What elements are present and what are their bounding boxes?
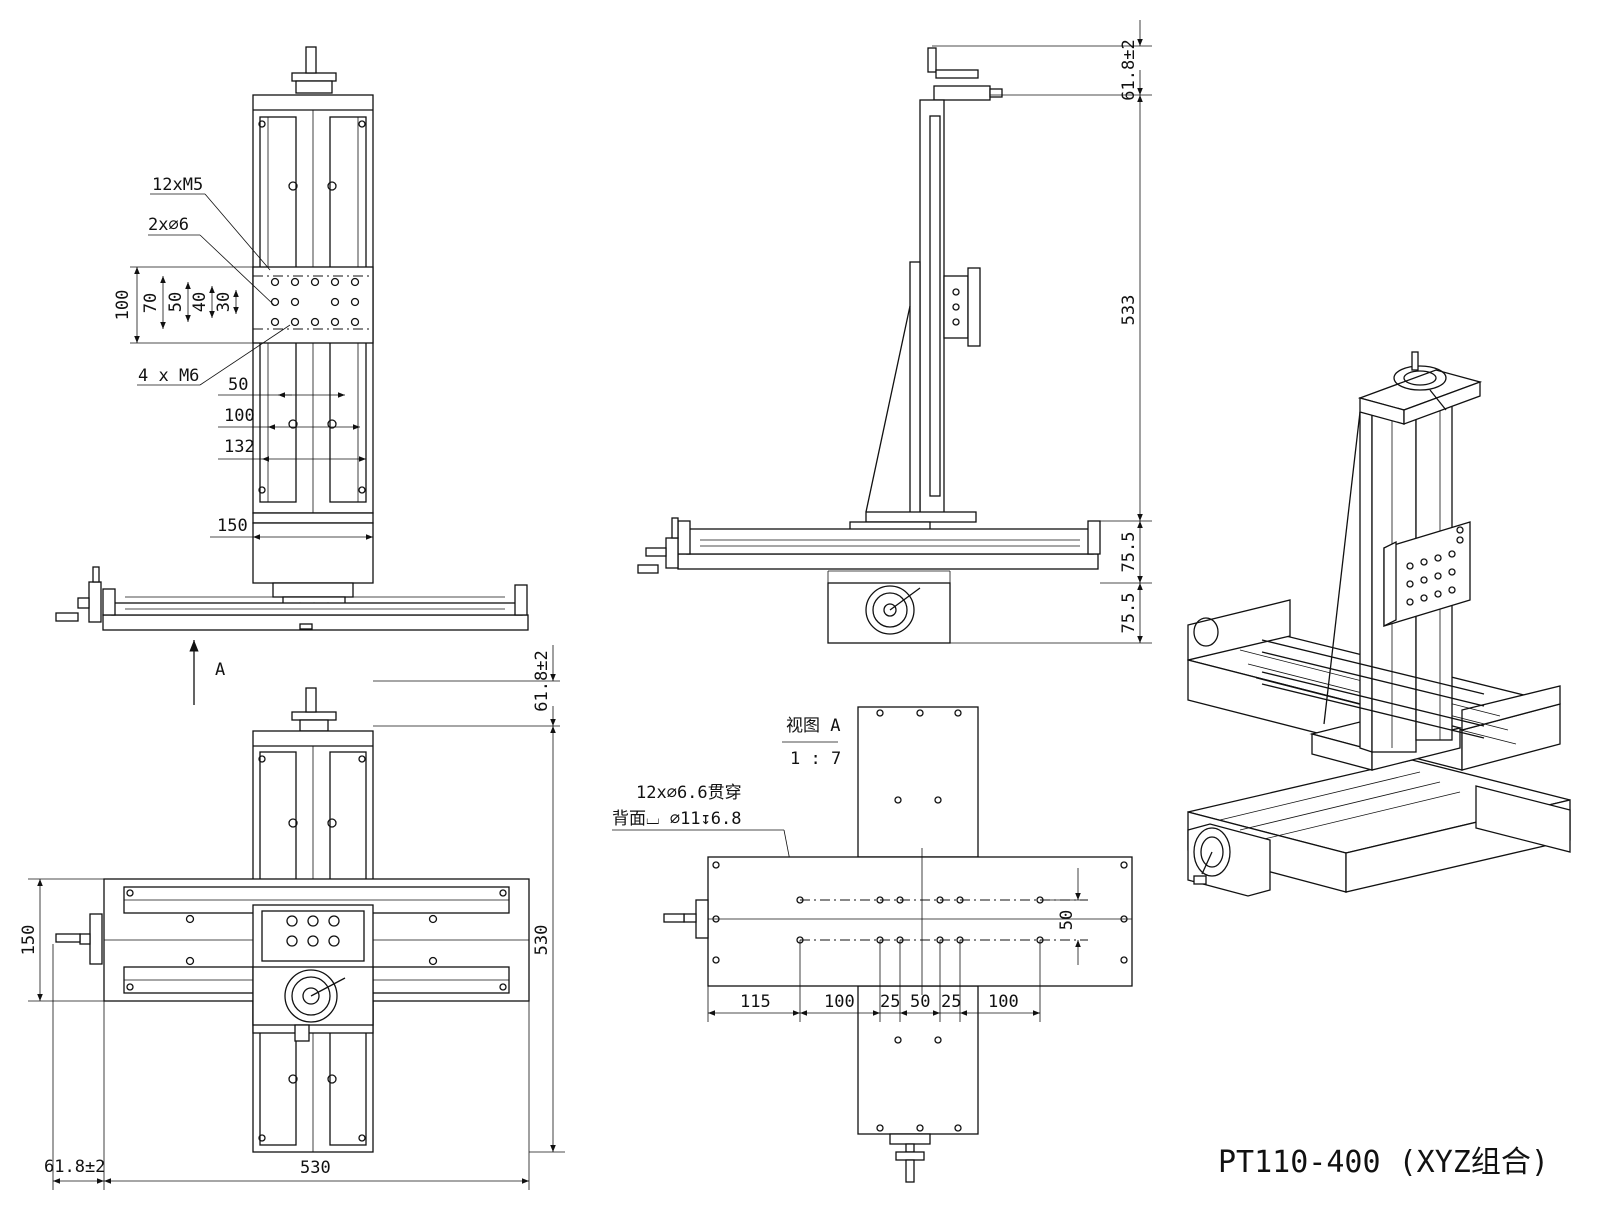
side-view: 61.8±2 533 75.5 75.5: [637, 20, 1152, 644]
view-a-handwheel-left-icon: [663, 899, 709, 939]
side-top-handwheel-icon: [927, 47, 1003, 101]
iso-upper-handwheel-icon: [1193, 617, 1219, 647]
mounting-hole-pattern: [270, 277, 360, 327]
top-handwheel-icon: [291, 687, 337, 732]
side-handwheel-icon: [55, 566, 102, 623]
dim-530-vertical: 530: [532, 925, 552, 956]
dim-50-horizontal: 50: [228, 375, 248, 395]
iso-handwheel-icon: [1393, 351, 1447, 411]
iso-plate-holes: [1406, 526, 1464, 606]
view-a-scale: 1 : 7: [790, 749, 841, 769]
side-crank-icon: [865, 585, 921, 635]
dim-533-vertical: 533: [1119, 295, 1139, 326]
dim-530-horizontal: 530: [300, 1158, 331, 1178]
dim-75-5-upper: 75.5: [1119, 532, 1139, 573]
side-left-handwheel-icon: [637, 517, 679, 574]
drawing-title: PT110-400 (XYZ组合): [1218, 1145, 1549, 1180]
carriage-hole-grid: [286, 915, 340, 947]
dim-handwheel-offset: 61.8±2: [44, 1157, 105, 1177]
callout-tapped-holes-m6: 4 x M6: [138, 366, 199, 386]
dim-132-horizontal: 132: [224, 437, 255, 457]
dim-25-a: 25: [880, 992, 900, 1012]
isometric-view: [1187, 351, 1571, 897]
dim-100-a: 100: [824, 992, 855, 1012]
x-handwheel-icon: [55, 913, 103, 965]
view-a-handwheel-bottom-icon: [889, 1133, 931, 1183]
dim-150-vertical: 150: [19, 925, 39, 956]
top-view: A 12xM5 2x⌀6 4 x M6 100 70 50 40 30 50 1…: [55, 46, 529, 705]
dim-100-vertical: 100: [113, 290, 133, 321]
dim-50-vertical-a: 50: [1057, 910, 1077, 930]
dim-115: 115: [740, 992, 771, 1012]
iso-lower-handwheel-icon: [1193, 827, 1231, 885]
crank-handwheel-icon: [284, 969, 346, 1042]
dim-handwheel-height: 61.8±2: [532, 650, 552, 711]
dim-50-a: 50: [910, 992, 930, 1012]
dim-40-vertical: 40: [190, 292, 210, 312]
dim-50-vertical: 50: [166, 292, 186, 312]
handwheel-icon: [291, 46, 337, 94]
dim-100-horizontal: 100: [224, 406, 255, 426]
dim-70-vertical: 70: [141, 293, 161, 313]
front-view: 61.8±2 530 150 61.8±2 530: [19, 645, 565, 1190]
dim-30-vertical: 30: [214, 292, 234, 312]
dim-side-handwheel: 61.8±2: [1119, 39, 1139, 100]
dim-100-b: 100: [988, 992, 1019, 1012]
dim-75-5-lower: 75.5: [1119, 593, 1139, 634]
dim-150-horizontal: 150: [217, 516, 248, 536]
callout-tapped-holes-m5: 12xM5: [152, 175, 203, 195]
view-a-label: 视图 A: [786, 716, 840, 736]
view-a: 视图 A 1 : 7 12x⌀6.6贯穿 背面⌴ ⌀11↧6.8: [612, 706, 1133, 1183]
callout-dowel-holes: 2x⌀6: [148, 215, 189, 235]
view-a-counterbore-note: 背面⌴ ⌀11↧6.8: [612, 809, 741, 829]
view-a-hole-note: 12x⌀6.6贯穿: [636, 783, 742, 803]
view-arrow-label: A: [215, 660, 225, 680]
dim-25-b: 25: [941, 992, 961, 1012]
